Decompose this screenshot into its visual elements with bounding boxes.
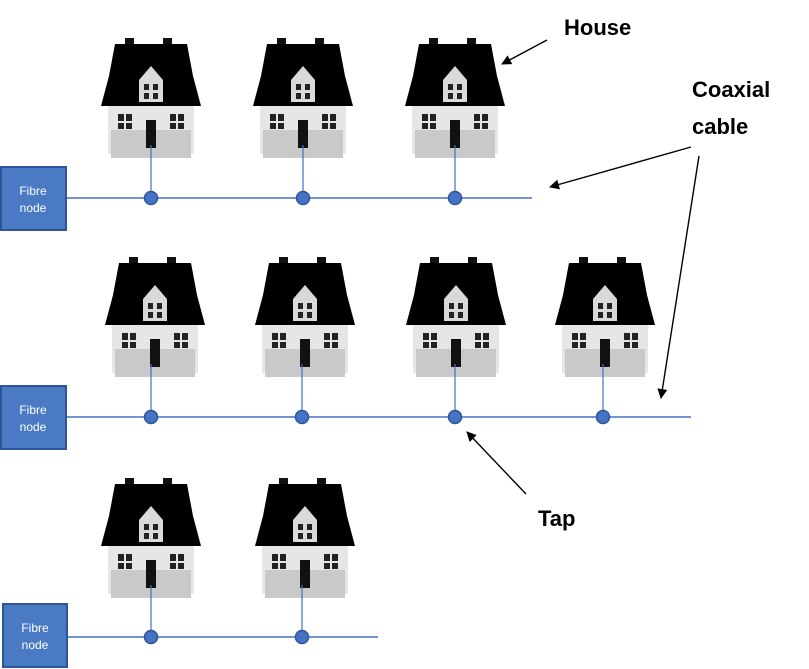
- house-icon: [405, 38, 505, 158]
- fibre-node-label: node: [20, 201, 47, 215]
- callout-house: House: [501, 15, 631, 65]
- fibre-node-3: Fibre node: [2, 603, 68, 668]
- fibre-node-2: Fibre node: [0, 385, 67, 450]
- fibre-node-1: Fibre node: [0, 166, 67, 231]
- house-icon: [406, 257, 506, 377]
- house-icon: [555, 257, 655, 377]
- tap-point: [447, 190, 463, 206]
- row-1: Fibre node: [0, 38, 532, 231]
- callout-coaxial: Coaxial cable: [549, 77, 770, 399]
- house-icon: [101, 478, 201, 598]
- tap-point: [143, 629, 159, 645]
- house-icon: [253, 38, 353, 158]
- coaxial-label: cable: [692, 114, 748, 139]
- fibre-node-label: node: [22, 638, 49, 652]
- row-2: Fibre node: [0, 257, 691, 450]
- fibre-node-label: node: [20, 420, 47, 434]
- coaxial-arrow-row-2: [657, 155, 700, 399]
- house-label: House: [564, 15, 631, 40]
- tap-point: [595, 409, 611, 425]
- house-icon: [255, 478, 355, 598]
- tap-arrow: [466, 431, 527, 495]
- row-3: Fibre node: [2, 478, 378, 668]
- tap-point: [143, 190, 159, 206]
- tap-point: [143, 409, 159, 425]
- callout-tap: Tap: [466, 431, 575, 531]
- coaxial-arrow-row-1: [549, 146, 692, 190]
- fibre-node-label: Fibre: [21, 621, 49, 635]
- tap-point: [294, 409, 310, 425]
- house-icon: [105, 257, 205, 377]
- fibre-node-label: Fibre: [19, 184, 47, 198]
- tap-label: Tap: [538, 506, 575, 531]
- house-icon: [255, 257, 355, 377]
- house-icon: [101, 38, 201, 158]
- house-arrow: [501, 39, 548, 65]
- tap-point: [447, 409, 463, 425]
- tap-point: [294, 629, 310, 645]
- tap-point: [295, 190, 311, 206]
- fibre-node-label: Fibre: [19, 403, 47, 417]
- coaxial-label: Coaxial: [692, 77, 770, 102]
